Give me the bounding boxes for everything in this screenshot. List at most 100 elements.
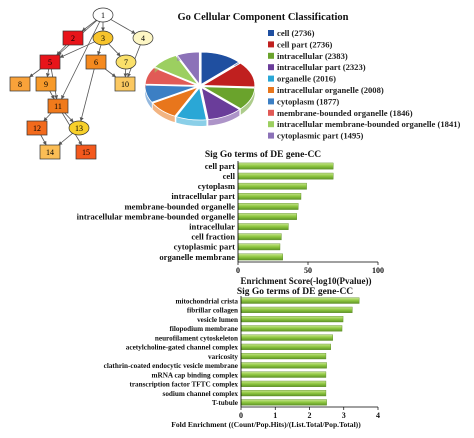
bar-category-label: neurofilament cytoskeleton [155, 334, 238, 342]
dag-edge [49, 90, 55, 100]
bar [240, 399, 327, 406]
bar-category-label: transcription factor TFTC complex [129, 381, 238, 389]
x-tick-label: 2 [308, 411, 312, 420]
dag-node-label: 8 [18, 80, 22, 89]
x-tick-label: 0 [239, 411, 243, 420]
pie-title: Go Cellular Component Classification [177, 12, 348, 23]
dag-edge [104, 68, 117, 78]
bar-category-label: cell part [205, 161, 235, 171]
dag-node-4 [132, 30, 154, 46]
bar [237, 172, 334, 180]
x-axis-label: Enrichment Score(-log10(Pvalue)) [240, 276, 371, 286]
dag-node-label: 12 [33, 124, 41, 133]
bar-category-label: vesicle lumen [197, 316, 238, 324]
dag-node-label: 6 [94, 58, 98, 67]
bar [240, 334, 333, 341]
bar-category-label: sodium channel complex [163, 390, 239, 398]
dag-node-label: 15 [82, 148, 90, 157]
pie-legend-label: cytoplasm (1877) [277, 96, 339, 106]
pie-slice [176, 51, 200, 86]
bar [237, 233, 282, 241]
pie-legend-label: intracellular organelle (2008) [277, 85, 384, 95]
bar-category-label: cytoplasmic part [174, 242, 235, 252]
pie-legend-swatch [268, 75, 274, 82]
dag-edge [59, 41, 95, 58]
dag-edge [110, 19, 136, 34]
bar-category-label: varicosity [208, 353, 238, 361]
pie-legend-label: intracellular membrane-bounded organelle… [277, 119, 461, 129]
dag-node-10 [114, 76, 136, 92]
pie-slice [153, 55, 200, 86]
pie-legend-swatch [268, 121, 274, 128]
dag-node-2 [62, 30, 84, 46]
bar-category-label: filopodium membrane [170, 325, 238, 333]
dag-edge [64, 112, 74, 123]
dag-node-11 [47, 98, 69, 114]
bar-category-label: acetylcholine-gated channel complex [126, 344, 239, 352]
bar-category-label: intracellular [189, 221, 235, 231]
pie-legend-swatch [268, 132, 274, 139]
x-tick-label: 0 [236, 266, 240, 275]
pie-legend-label: cytoplasmic part (1495) [277, 131, 364, 141]
x-tick-label: 1 [273, 411, 277, 420]
x-tick-label: 3 [342, 411, 346, 420]
bar-category-label: intracellular membrane-bounded organelle [77, 211, 236, 221]
dag-node-label: 2 [71, 34, 75, 43]
pie-legend-swatch [268, 52, 274, 59]
pie-slice [200, 86, 241, 120]
dag-edge [56, 44, 67, 56]
dag-node-1 [92, 7, 114, 23]
pie-chart: Go Cellular Component Classification cell… [144, 12, 461, 141]
pie-slice [201, 62, 256, 88]
pie-legend-label: intracellular part (2323) [277, 62, 366, 72]
pie-slice [202, 86, 256, 110]
bar [237, 193, 302, 200]
dag-edge [45, 68, 50, 78]
dag-node-label: 11 [54, 102, 62, 111]
dag-node-13 [68, 120, 90, 136]
bar [237, 213, 297, 220]
dag-node-label: 14 [46, 148, 54, 157]
pie-slice [175, 86, 207, 121]
pie-legend-label: organelle (2016) [277, 74, 336, 84]
dag-node-label: 10 [121, 80, 129, 89]
fold-enrichment-bar-chart: Sig Go terms of DE gene-CCmitochondrial … [104, 287, 380, 429]
bar-category-label: T-tubule [212, 399, 238, 407]
bar [240, 362, 327, 369]
dag-node-12 [26, 120, 48, 136]
pie-slice [144, 67, 198, 86]
pie-legend-label: cell part (2736) [277, 39, 333, 49]
bar [240, 371, 327, 378]
pie-legend-swatch [268, 109, 274, 116]
dag-node-label: 3 [101, 34, 105, 43]
bar [240, 316, 344, 323]
dag-node-15 [75, 144, 97, 160]
pie-legend-swatch [268, 30, 274, 36]
pie-legend-swatch [268, 64, 274, 71]
dag-edge [40, 134, 47, 146]
bar-category-label: mitochondrial crista [176, 297, 239, 305]
x-tick-label: 50 [304, 266, 312, 275]
bar [237, 223, 289, 230]
dag-node-5 [39, 54, 61, 70]
dag-edge [43, 112, 52, 122]
pie-legend-label: membrane-bounded organelle (1846) [277, 108, 413, 118]
dag-node-label: 9 [44, 80, 48, 89]
dag-edge [29, 68, 41, 78]
dag-node-label: 4 [141, 34, 145, 43]
bar-category-label: membrane-bounded organelle [124, 201, 235, 211]
dag-node-label: 13 [75, 124, 83, 133]
x-tick-label: 4 [376, 411, 380, 420]
bar [237, 162, 334, 170]
bar-category-label: cell fraction [191, 232, 235, 242]
dag-node-8 [9, 76, 31, 92]
pie-legend-swatch [268, 41, 274, 48]
pie-slice [144, 84, 198, 103]
bar [240, 306, 353, 313]
bar-category-label: organelle membrane [159, 252, 235, 262]
bar [237, 253, 283, 261]
pie-slice [151, 86, 200, 117]
